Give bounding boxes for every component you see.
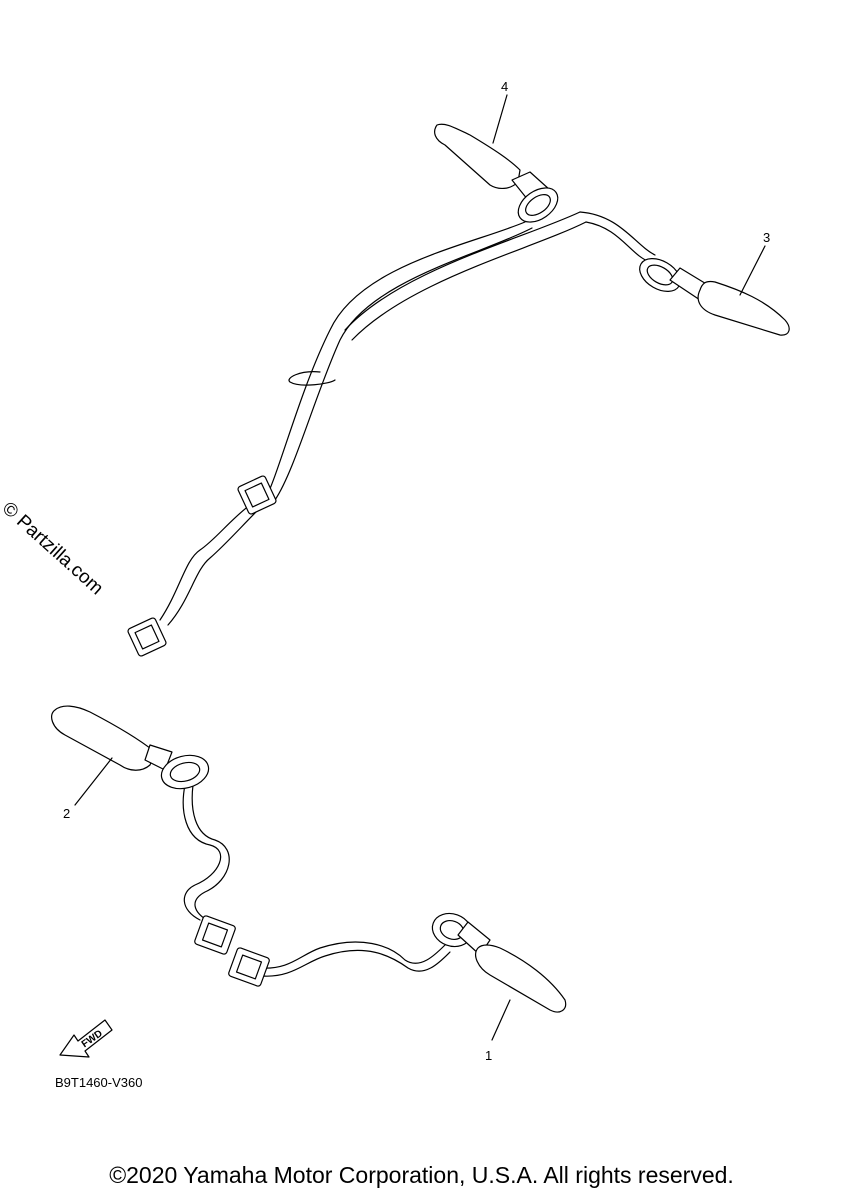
flasher-3 (639, 258, 790, 336)
copyright-notice: ©2020 Yamaha Motor Corporation, U.S.A. A… (109, 1162, 734, 1188)
callout-3: 3 (763, 230, 771, 245)
callout-1: 1 (485, 1048, 493, 1063)
fwd-arrow-icon: FWD (59, 1019, 113, 1058)
front-harness-wires (182, 784, 451, 977)
drawing-code: B9T1460-V360 (55, 1075, 143, 1090)
front-connector-lower (228, 947, 270, 987)
flasher-4 (434, 123, 559, 223)
rear-connector-upper (237, 475, 277, 515)
front-connector-upper (194, 915, 236, 955)
leader-lines (74, 94, 766, 1041)
callout-4: 4 (501, 79, 509, 94)
flasher-2 (51, 705, 210, 790)
rear-connector-lower (127, 617, 167, 657)
flasher-1 (431, 912, 567, 1013)
callout-2: 2 (63, 806, 71, 821)
rear-harness-wires (159, 211, 656, 626)
